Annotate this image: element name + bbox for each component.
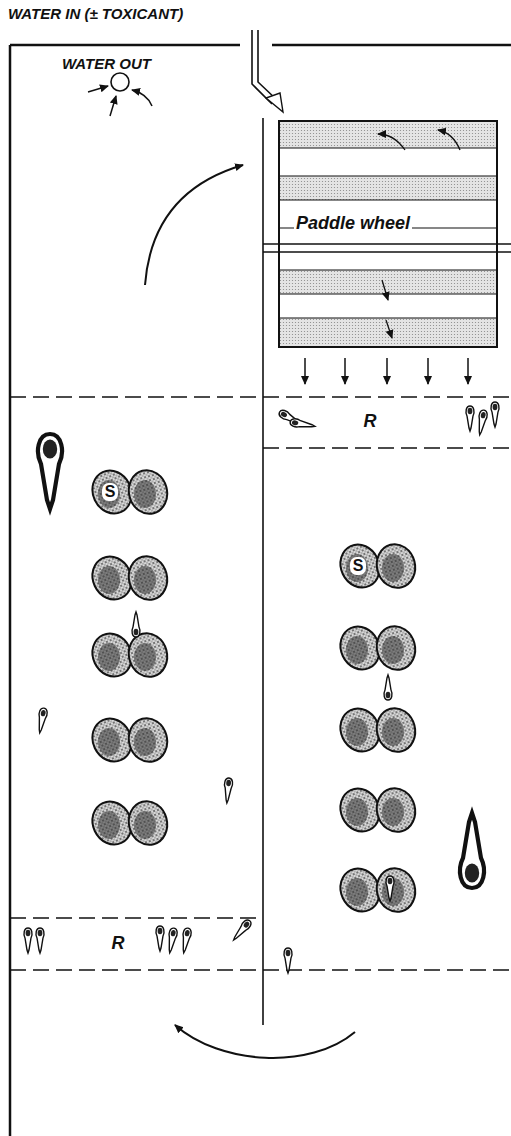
snail-label: S	[102, 483, 119, 501]
snail-label: S	[350, 557, 367, 575]
outflow-label: WATER OUT	[62, 56, 151, 73]
paddle-wheel-box: Paddle wheel	[278, 120, 498, 348]
region-label: R	[361, 412, 380, 432]
node-label: Paddle wheel	[294, 214, 412, 234]
region-label: R	[109, 934, 128, 954]
inflow-label: WATER IN (± TOXICANT)	[8, 6, 183, 23]
